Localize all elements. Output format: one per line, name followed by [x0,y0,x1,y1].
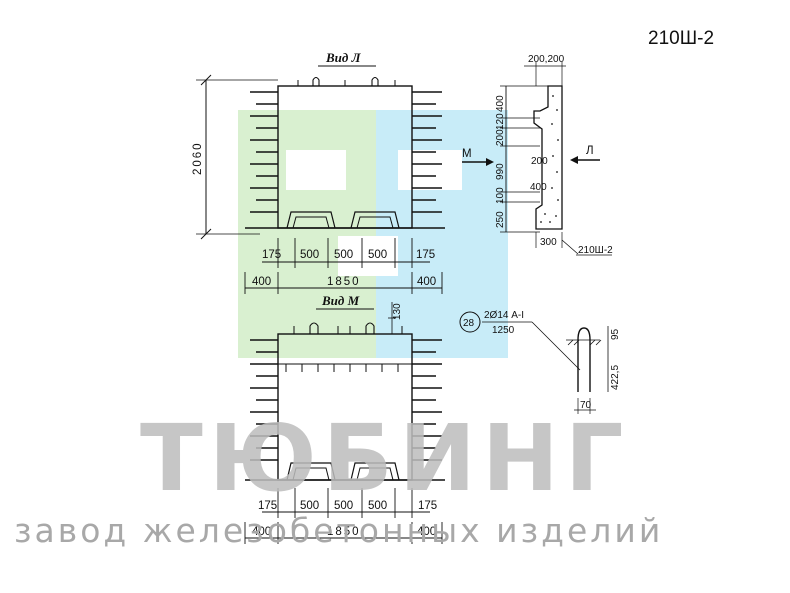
arrow-l-label: Л [586,145,594,157]
watermark-white-notch [286,150,346,190]
bottom-overall-2: 1850 [327,526,361,538]
section-view: 200,200 400 120 200 990 100 250 200 400 [495,54,613,256]
section-tag: 210Ш-2 [578,245,613,256]
arrow-m-label: М [462,148,472,160]
top-dim-1: 175 [262,249,281,261]
wall-hatch-right-m [412,339,442,461]
rebar-length: 1250 [492,325,515,336]
bottom-overall-3: 400 [417,526,436,538]
wall-hatch-left-m [250,339,278,461]
hook-dim-70: 70 [580,400,592,411]
wall-hatch-right [412,91,442,213]
hook-dim-4225: 422,5 [610,365,621,390]
watermark-logo [238,110,508,358]
section-dim-990: 990 [495,163,506,180]
rebar-spec: 2Ø14 А-I [484,310,524,321]
top-dim-2: 500 [300,249,319,261]
section-dim-120: 120 [495,113,506,130]
section-inner-200: 200 [531,156,548,167]
section-dim-250: 250 [495,211,506,228]
bottom-dim-2: 500 [300,500,319,512]
section-dim-100: 100 [495,187,506,204]
dim-130: 130 [392,303,403,320]
bottom-dim-1: 175 [258,500,277,512]
section-top-dims: 200,200 [528,54,565,65]
rebar-mark-circle [459,311,481,333]
overall-dim-1: 400 [252,276,271,288]
overall-dim-3: 400 [417,276,436,288]
section-dim-200: 200 [495,129,506,146]
top-dim-4: 500 [368,249,387,261]
drawing-code: 210Ш-2 [648,28,715,49]
watermark-subtitle: завод железобетонных изделий [14,511,663,550]
height-dim: 2060 [192,141,204,175]
view-m-title: Вид М [321,293,360,308]
section-bottom-dim: 300 [540,237,557,248]
arrow-m: М [462,148,494,166]
hook-dim-95: 95 [610,328,621,340]
wall-hatch-left [250,91,278,213]
section-dim-400: 400 [495,95,506,112]
watermark-white-notch-2 [398,150,462,190]
bottom-dim-5: 175 [418,500,437,512]
top-dim-3: 500 [334,249,353,261]
bottom-dim-4: 500 [368,500,387,512]
bottom-overall-1: 400 [252,526,271,538]
view-l: Вид Л [192,50,445,294]
arrow-l: Л [570,145,600,164]
top-dim-5: 175 [416,249,435,261]
bottom-dim-3: 500 [334,500,353,512]
watermark-white-notch-3 [338,236,398,276]
rebar-mark: 28 [463,318,475,329]
overall-dim-2: 1850 [327,276,361,288]
section-inner-400: 400 [530,182,547,193]
watermark-brand: ТЮБИНГ [140,405,630,512]
view-m: Вид М 130 [244,293,445,544]
rebar-detail: 28 2Ø14 А-I 1250 95 422,5 70 [459,310,621,414]
view-l-title: Вид Л [325,50,362,65]
